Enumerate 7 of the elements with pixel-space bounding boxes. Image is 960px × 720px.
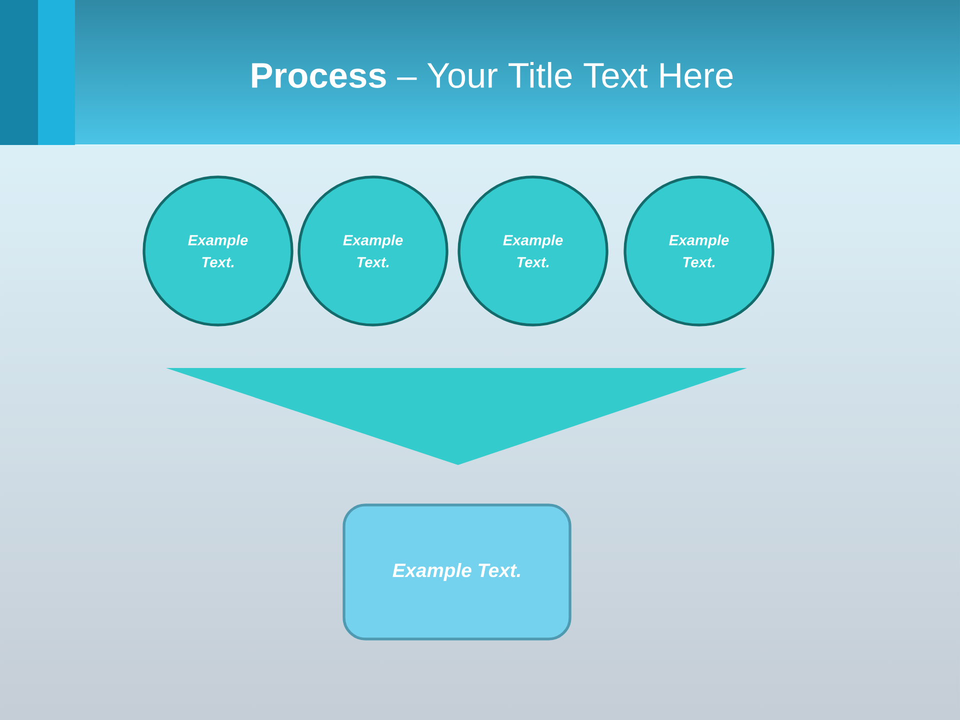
funnel-triangle — [166, 368, 747, 465]
circle-node: Example Text. — [142, 176, 294, 326]
process-box: Example Text. — [342, 504, 572, 640]
circle-node: Example Text. — [298, 176, 448, 326]
title: Process – Your Title Text Here — [252, 62, 733, 88]
circle-node: Example Text. — [458, 176, 608, 326]
circle-node: Example Text. — [624, 176, 774, 326]
